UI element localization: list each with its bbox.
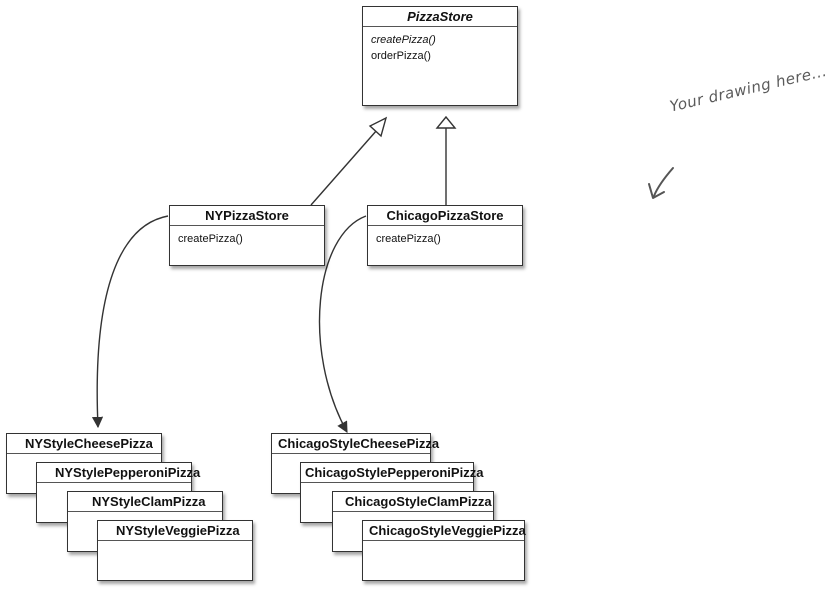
creates-arrow-chicago (318, 215, 367, 433)
inheritance-triangle-chicago (435, 115, 457, 129)
inheritance-triangle-ny (368, 116, 388, 138)
ny-veggie-pizza-class: NYStyleVeggiePizza (97, 520, 253, 581)
chicago-pepperoni-pizza-name: ChicagoStylePepperoniPizza (301, 463, 483, 483)
chicago-cheese-pizza-name: ChicagoStyleCheesePizza (272, 434, 439, 454)
chicago-veggie-pizza-class: ChicagoStyleVeggiePizza (362, 520, 526, 581)
chicago-pizza-store-class: ChicagoPizzaStore createPizza() (367, 205, 523, 266)
ny-pizza-store-name: NYPizzaStore (170, 206, 324, 226)
ny-pizza-store-class: NYPizzaStore createPizza() (169, 205, 325, 266)
pizza-store-class: PizzaStore createPizza() orderPizza() (362, 6, 518, 106)
inheritance-line-ny (310, 129, 378, 206)
pizza-store-op-order: orderPizza() (371, 50, 431, 62)
creates-arrow-ny (91, 215, 169, 429)
pizza-store-name: PizzaStore (363, 7, 517, 27)
chicago-veggie-pizza-name: ChicagoStyleVeggiePizza (363, 521, 526, 541)
chicago-pizza-store-op-create: createPizza() (376, 233, 441, 245)
ny-cheese-pizza-name: NYStyleCheesePizza (7, 434, 161, 454)
ny-pizza-store-op-create: createPizza() (178, 233, 243, 245)
ny-veggie-pizza-name: NYStyleVeggiePizza (98, 521, 252, 541)
ny-pepperoni-pizza-name: NYStylePepperoniPizza (37, 463, 200, 483)
chicago-clam-pizza-name: ChicagoStyleClamPizza (333, 492, 493, 512)
ny-clam-pizza-name: NYStyleClamPizza (68, 492, 222, 512)
hand-drawn-arrow-icon (648, 167, 674, 199)
chicago-pizza-store-name: ChicagoPizzaStore (368, 206, 522, 226)
pizza-store-op-create: createPizza() (371, 34, 436, 46)
